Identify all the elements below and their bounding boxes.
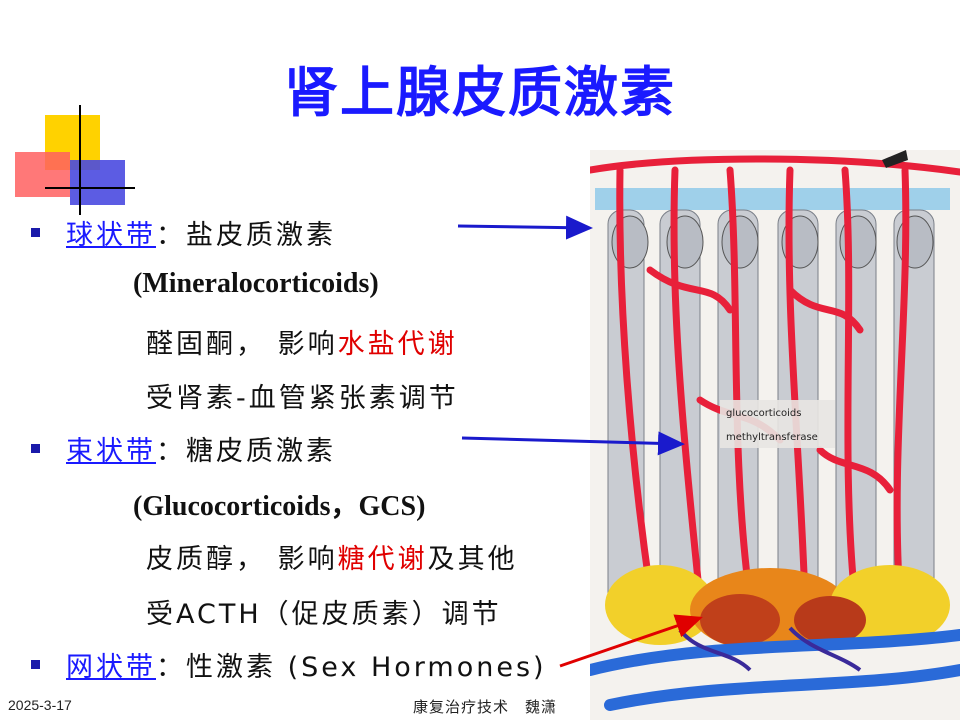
- mineralocorticoid-english: (Mineralocorticoids): [133, 268, 379, 299]
- footer-date: 2025-3-17: [8, 697, 72, 713]
- glucocorticoids-label: glucocorticoids: [726, 408, 801, 419]
- cortisol-line: 皮质醇， 影响糖代谢及其他: [146, 544, 518, 575]
- glucocorticoid-english: (Glucocorticoids，GCS): [133, 491, 426, 522]
- footer-author: 康复治疗技术 魏潇: [413, 698, 558, 716]
- page-title: 肾上腺皮质激素: [284, 61, 676, 124]
- bullet-square: [31, 228, 40, 237]
- zone-reticularis-link[interactable]: 网状带: [66, 652, 156, 683]
- bullet-square: [31, 444, 40, 453]
- aldosterone-line: 醛固酮， 影响水盐代谢: [146, 329, 458, 360]
- water-salt-metabolism: 水盐代谢: [337, 329, 458, 360]
- zone-fasciculata-line: 束状带：糖皮质激素: [66, 436, 336, 467]
- glomerulosa-arrow: [457, 215, 593, 240]
- bullet-square: [31, 660, 40, 669]
- sugar-metabolism: 糖代谢: [337, 544, 428, 575]
- acth-line: 受ACTH（促皮质素）调节: [146, 599, 502, 630]
- zone-glomerulosa-line: 球状带：盐皮质激素: [66, 220, 336, 251]
- adrenal-cortex-illustration: glucocorticoids methyltransferase: [590, 150, 960, 720]
- renin-angiotensin-line: 受肾素-血管紧张素调节: [146, 383, 459, 414]
- methyltransferase-label: methyltransferase: [726, 432, 818, 443]
- decorative-squares: [15, 105, 135, 215]
- glucocorticoid-label: 糖皮质激素: [186, 436, 336, 467]
- zone-glomerulosa-link[interactable]: 球状带: [66, 220, 156, 251]
- zone-fasciculata-link[interactable]: 束状带: [66, 436, 156, 467]
- zone-reticularis-line: 网状带：性激素 (Sex Hormones): [66, 652, 547, 683]
- sex-hormone-label: 性激素 (Sex Hormones): [186, 652, 547, 683]
- mineralocorticoid-label: 盐皮质激素: [186, 220, 336, 251]
